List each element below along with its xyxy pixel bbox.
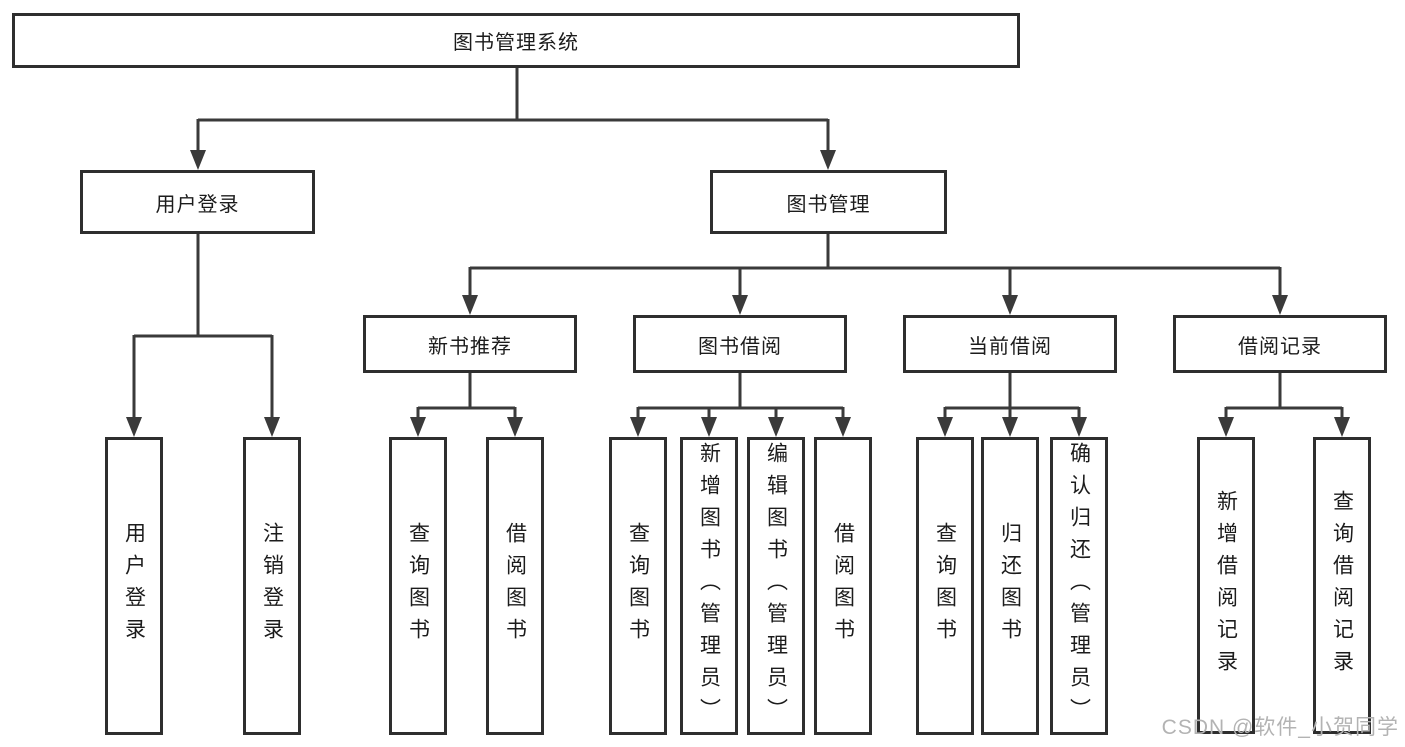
node-bor-edit-books: 编辑图书（管理员） bbox=[747, 437, 805, 735]
node-book-borrow: 图书借阅 bbox=[633, 315, 847, 373]
node-new-book-rec: 新书推荐 bbox=[363, 315, 577, 373]
node-bor-query-books: 查询图书 bbox=[609, 437, 667, 735]
node-br-query-record-label: 查询借阅记录 bbox=[1330, 489, 1354, 682]
node-cur-return-books-label: 归还图书 bbox=[998, 522, 1022, 650]
node-cur-confirm-return-label: 确认归还（管理员） bbox=[1067, 442, 1091, 730]
node-br-add-record: 新增借阅记录 bbox=[1197, 437, 1255, 734]
node-rec-borrow-books: 借阅图书 bbox=[486, 437, 544, 735]
node-br-add-record-label: 新增借阅记录 bbox=[1214, 489, 1238, 682]
node-book-borrow-label: 图书借阅 bbox=[698, 335, 782, 358]
node-rec-query-books-label: 查询图书 bbox=[406, 522, 430, 650]
node-cur-confirm-return: 确认归还（管理员） bbox=[1050, 437, 1108, 735]
node-bor-borrow-books: 借阅图书 bbox=[814, 437, 872, 735]
node-bor-borrow-books-label: 借阅图书 bbox=[831, 522, 855, 650]
node-borrow-records: 借阅记录 bbox=[1173, 315, 1387, 373]
node-current-borrow-label: 当前借阅 bbox=[968, 335, 1052, 358]
node-bor-add-books: 新增图书（管理员） bbox=[680, 437, 738, 735]
node-book-mgmt: 图书管理 bbox=[710, 170, 947, 234]
node-user-login-label: 用户登录 bbox=[155, 193, 240, 216]
node-root-label: 图书管理系统 bbox=[453, 32, 579, 54]
node-user-login-sub: 用户登录 bbox=[105, 437, 163, 735]
node-bor-add-books-label: 新增图书（管理员） bbox=[697, 442, 721, 730]
node-cur-return-books: 归还图书 bbox=[981, 437, 1039, 735]
node-root: 图书管理系统 bbox=[12, 13, 1020, 68]
node-br-query-record: 查询借阅记录 bbox=[1313, 437, 1371, 734]
node-logout-sub-label: 注销登录 bbox=[260, 522, 284, 650]
node-user-login-sub-label: 用户登录 bbox=[122, 522, 146, 650]
node-current-borrow: 当前借阅 bbox=[903, 315, 1117, 373]
node-rec-query-books: 查询图书 bbox=[389, 437, 447, 735]
node-bor-query-books-label: 查询图书 bbox=[626, 522, 650, 650]
node-user-login: 用户登录 bbox=[80, 170, 315, 234]
node-new-book-rec-label: 新书推荐 bbox=[428, 335, 512, 358]
node-book-mgmt-label: 图书管理 bbox=[786, 193, 871, 216]
watermark-text: CSDN @软件_小贺同学 bbox=[1161, 716, 1399, 739]
node-rec-borrow-books-label: 借阅图书 bbox=[503, 522, 527, 650]
node-borrow-records-label: 借阅记录 bbox=[1238, 335, 1322, 358]
node-cur-query-books: 查询图书 bbox=[916, 437, 974, 735]
node-bor-edit-books-label: 编辑图书（管理员） bbox=[764, 442, 788, 730]
node-logout-sub: 注销登录 bbox=[243, 437, 301, 735]
node-cur-query-books-label: 查询图书 bbox=[933, 522, 957, 650]
